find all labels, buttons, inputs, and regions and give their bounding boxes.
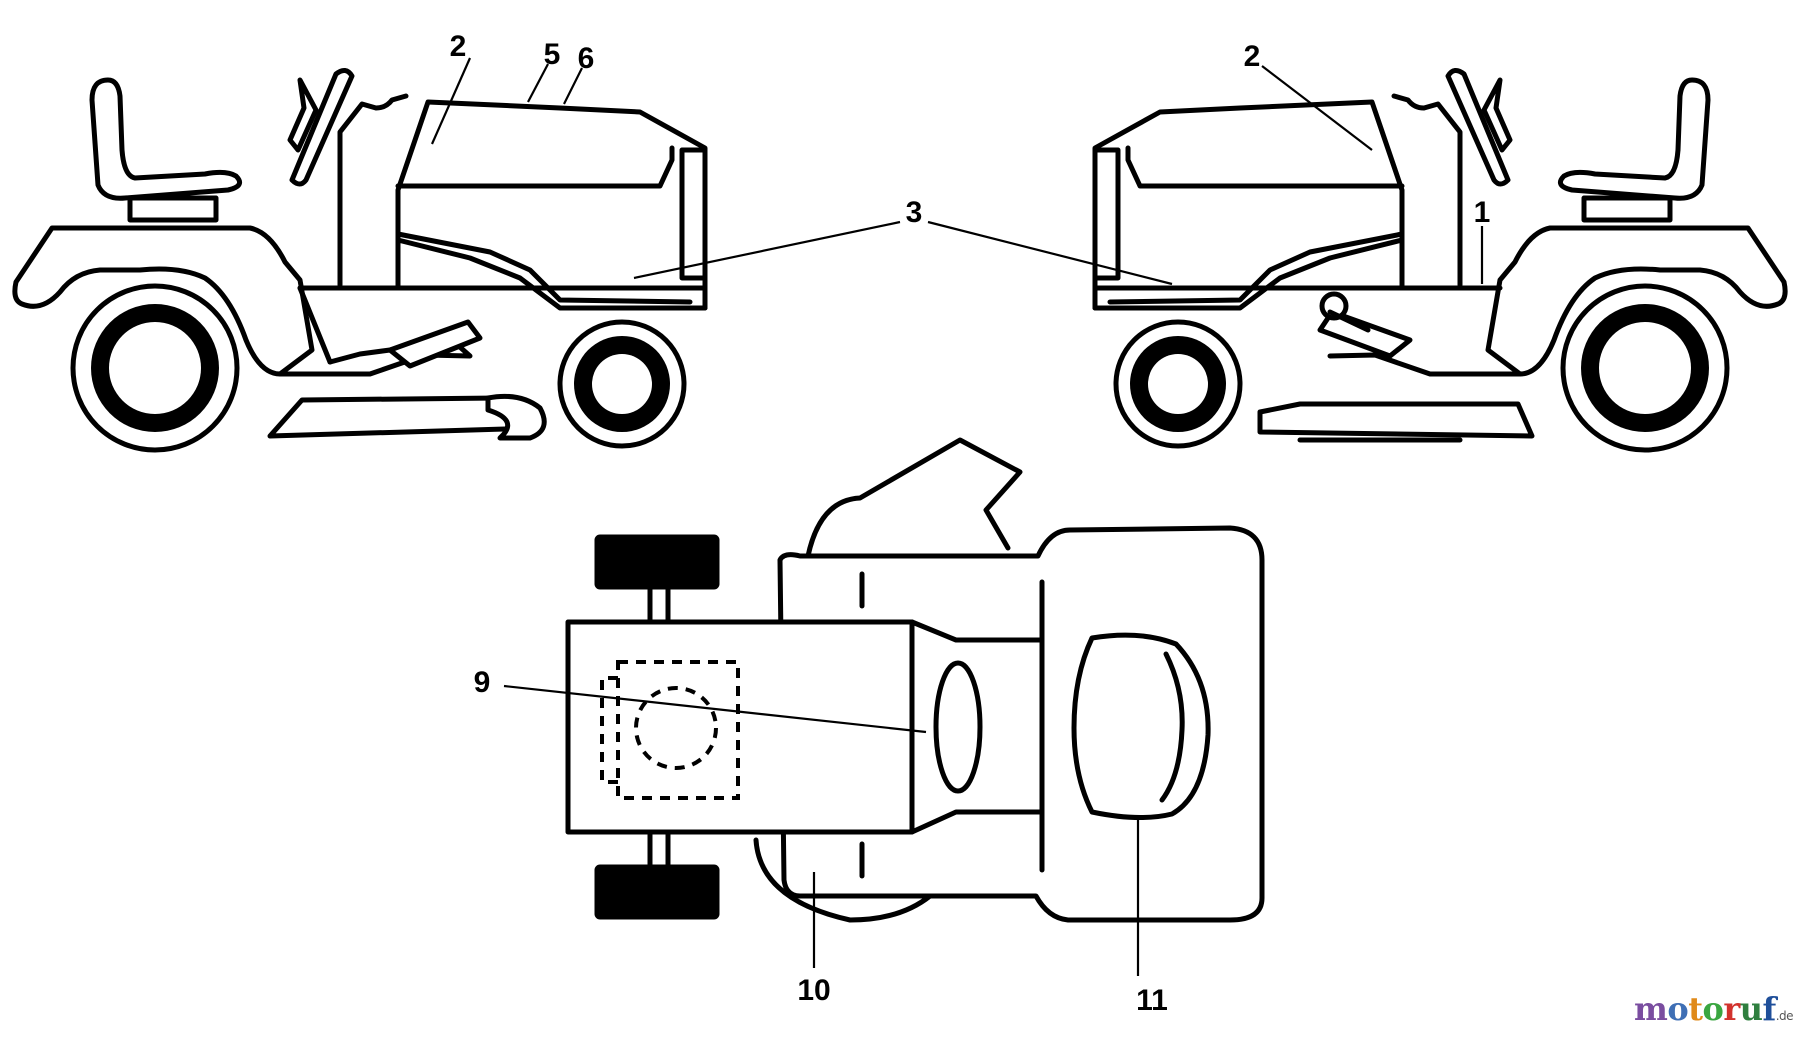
tractor-right-side-view xyxy=(1092,68,1788,453)
watermark-letter: o xyxy=(1667,990,1689,1028)
watermark-suffix: .de xyxy=(1775,1009,1794,1023)
callout-5: 5 xyxy=(544,38,561,71)
watermark-letter: f xyxy=(1762,990,1776,1028)
watermark-letter: r xyxy=(1723,990,1740,1028)
watermark-letter: m xyxy=(1634,990,1668,1028)
callout-9: 9 xyxy=(474,666,491,699)
callout-10: 10 xyxy=(797,974,830,1007)
callout-numbers: 2 5 6 2 1 3 9 10 11 xyxy=(450,30,1491,1017)
watermark-logo: motoruf.de xyxy=(1634,990,1794,1028)
callout-2-right: 2 xyxy=(1244,40,1261,73)
callout-3: 3 xyxy=(906,196,923,229)
callout-6: 6 xyxy=(578,42,595,75)
callout-11: 11 xyxy=(1136,984,1168,1017)
tractor-left-side-view xyxy=(12,68,708,453)
watermark-letter: o xyxy=(1702,990,1724,1028)
tractor-top-view xyxy=(565,437,1265,923)
callout-1: 1 xyxy=(1474,196,1491,229)
watermark-letter: u xyxy=(1739,990,1763,1028)
leader-lines xyxy=(430,57,1484,976)
callout-2-left: 2 xyxy=(450,30,467,63)
watermark-letter: t xyxy=(1688,990,1703,1028)
